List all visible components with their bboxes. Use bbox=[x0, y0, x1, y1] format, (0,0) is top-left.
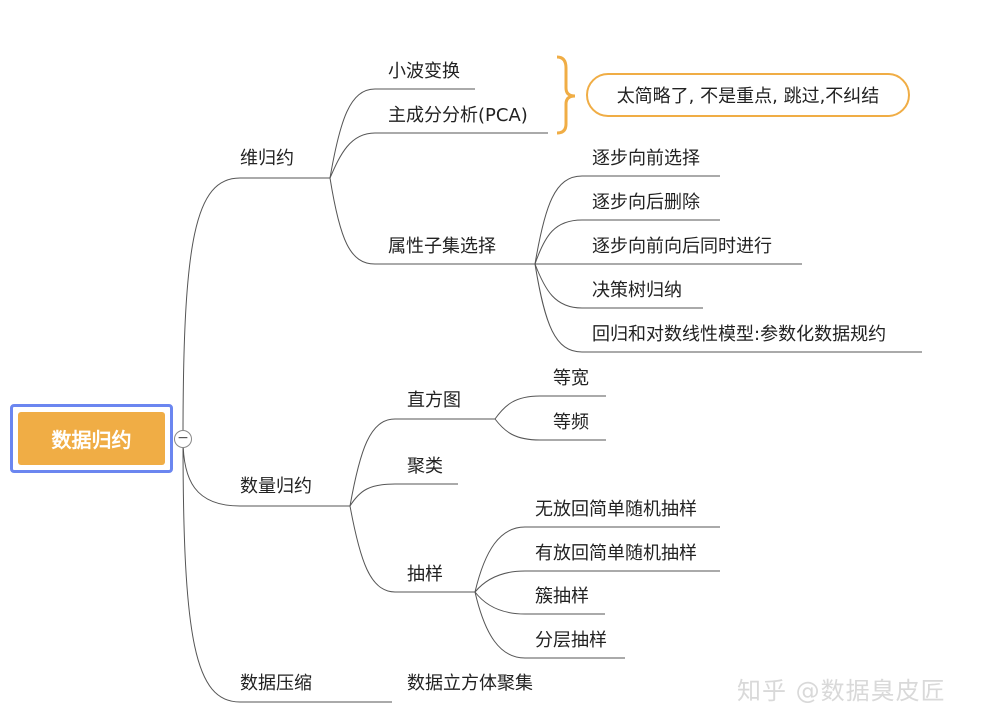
node-compression[interactable]: 数据压缩 bbox=[240, 673, 312, 694]
connector-subset-4 bbox=[534, 263, 703, 309]
collapse-button[interactable]: − bbox=[174, 430, 192, 448]
connector-hist-1 bbox=[494, 395, 606, 420]
node-dim-reduction[interactable]: 维归约 bbox=[240, 148, 294, 169]
connector-hist-2 bbox=[494, 418, 606, 441]
node-histogram-item[interactable]: 等宽 bbox=[553, 368, 589, 389]
connector-sample-3 bbox=[474, 591, 605, 615]
node-data-cube[interactable]: 数据立方体聚集 bbox=[407, 673, 533, 694]
node-sampling[interactable]: 抽样 bbox=[407, 564, 443, 585]
connector-subset-2 bbox=[534, 219, 720, 265]
summary-note[interactable]: 太简略了, 不是重点, 跳过,不纠结 bbox=[586, 73, 910, 117]
connector-sample-1 bbox=[474, 526, 720, 593]
connector-num-cluster bbox=[349, 483, 458, 507]
connector-subset-5 bbox=[534, 263, 922, 353]
node-sampling-item[interactable]: 分层抽样 bbox=[535, 630, 607, 651]
connector-num-histogram bbox=[349, 418, 495, 507]
node-clustering[interactable]: 聚类 bbox=[407, 456, 443, 477]
node-wavelet[interactable]: 小波变换 bbox=[388, 61, 460, 82]
node-sampling-item[interactable]: 有放回简单随机抽样 bbox=[535, 543, 697, 564]
node-subset-item[interactable]: 逐步向后删除 bbox=[592, 192, 700, 213]
node-subset-item[interactable]: 决策树归纳 bbox=[592, 280, 682, 301]
node-subset-item[interactable]: 逐步向前向后同时进行 bbox=[592, 236, 772, 257]
connector-dim-pca bbox=[329, 132, 548, 179]
node-attr-subset[interactable]: 属性子集选择 bbox=[388, 236, 496, 257]
node-sampling-item[interactable]: 无放回简单随机抽样 bbox=[535, 499, 697, 520]
summary-bracket bbox=[556, 55, 576, 135]
node-histogram-item[interactable]: 等频 bbox=[553, 412, 589, 433]
node-histogram[interactable]: 直方图 bbox=[407, 390, 461, 411]
connector-sample-2 bbox=[474, 570, 720, 593]
connector-num-sampling bbox=[349, 505, 475, 593]
connector-root-comp bbox=[182, 438, 392, 703]
root-node[interactable]: 数据归约 bbox=[10, 404, 173, 473]
root-node-label: 数据归约 bbox=[18, 412, 165, 465]
node-subset-item[interactable]: 回归和对数线性模型:参数化数据规约 bbox=[592, 324, 887, 345]
watermark: 知乎 @数据臭皮匠 bbox=[737, 677, 946, 705]
node-num-reduction[interactable]: 数量归约 bbox=[240, 476, 312, 497]
connector-root-dim bbox=[182, 177, 330, 440]
connector-dim-wavelet bbox=[329, 88, 475, 179]
connector-subset-1 bbox=[534, 175, 720, 265]
connector-dim-subset bbox=[329, 177, 535, 265]
connector-sample-4 bbox=[474, 591, 625, 659]
node-pca[interactable]: 主成分分析(PCA) bbox=[388, 105, 528, 126]
connector-root-num bbox=[182, 438, 350, 507]
node-subset-item[interactable]: 逐步向前选择 bbox=[592, 148, 700, 169]
node-sampling-item[interactable]: 簇抽样 bbox=[535, 586, 589, 607]
